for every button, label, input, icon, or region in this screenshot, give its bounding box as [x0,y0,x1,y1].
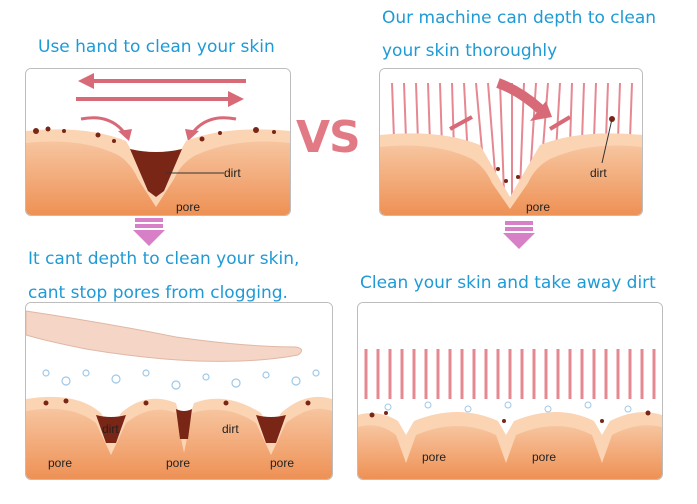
pore-label-bl-3: pore [270,456,294,470]
caption-machine-clean-line1: Our machine can depth to clean [382,3,656,33]
down-arrow-right-icon [503,221,535,251]
caption-cant-depth-line1: It cant depth to clean your skin, [28,244,299,274]
panel-hand-clean: dirt pore [25,68,291,216]
dirt-label: dirt [224,166,241,180]
pore-label-bl-1: pore [48,456,72,470]
panel-clean-result: pore pore [357,302,663,480]
clogged-pores-illustration: dirt dirt pore pore pore [26,303,332,479]
panel-machine-clean: dirt pore [379,68,643,216]
pore-label: pore [176,200,200,214]
pore-label-bl-2: pore [166,456,190,470]
caption-clean-take-away-dirt: Clean your skin and take away dirt [360,268,656,298]
hand-clean-illustration: dirt pore [26,69,290,215]
dirt-label-bl-2: dirt [222,422,239,436]
vs-label: VS [296,112,360,163]
down-arrow-left-icon [133,218,165,248]
panel-clogged-pores: dirt dirt pore pore pore [25,302,333,480]
caption-hand-clean: Use hand to clean your skin [38,32,275,62]
pore-label-br-1: pore [422,450,446,464]
pore-label-machine: pore [526,200,550,214]
pore-label-br-2: pore [532,450,556,464]
clean-result-illustration: pore pore [358,303,662,479]
dirt-label-machine: dirt [590,166,607,180]
machine-clean-illustration: dirt pore [380,69,642,215]
dirt-label-bl-1: dirt [102,422,119,436]
caption-machine-clean-line2: your skin thoroughly [382,36,557,66]
